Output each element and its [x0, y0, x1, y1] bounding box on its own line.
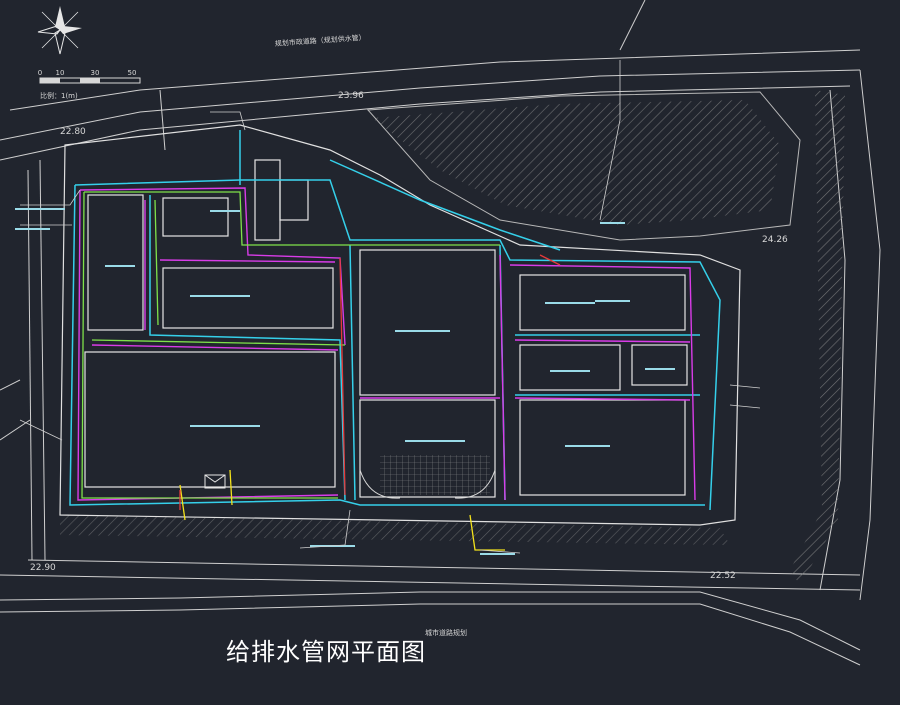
site-boundary — [59, 124, 741, 526]
building-i — [631, 344, 688, 386]
elevation-label: 22.52 — [710, 571, 736, 581]
drawing-title: 给排水管网平面图 — [226, 638, 426, 666]
road-label-top: 规划市政道路（规划供水管） — [275, 33, 366, 48]
building-g — [519, 274, 686, 331]
rain-pipes — [179, 469, 505, 551]
fire-pipes — [81, 191, 500, 499]
pump-house — [254, 159, 281, 241]
elevation-label: 22.90 — [30, 563, 56, 573]
building-j — [519, 399, 686, 496]
scale-tick: 0 — [38, 69, 42, 77]
buildings — [84, 159, 688, 498]
north-arrow-icon — [37, 6, 82, 55]
wall-marker — [204, 474, 226, 489]
building-b — [162, 197, 229, 237]
scale-tick: 50 — [128, 69, 137, 77]
building-f — [359, 399, 496, 498]
green-belt — [60, 90, 845, 585]
building-c — [162, 267, 334, 329]
drainage-pipes — [77, 187, 696, 501]
scale-label: 比例：1(m) — [40, 91, 78, 100]
elevation-label: 24.26 — [762, 235, 788, 245]
elevation-label: 23.96 — [338, 91, 364, 101]
road-label-bottom: 城市道路规划 — [425, 628, 467, 637]
building-a — [87, 194, 144, 331]
tank-room — [279, 179, 309, 221]
building-d — [84, 351, 336, 488]
scale-tick: 30 — [91, 69, 100, 77]
sewer-pipes — [179, 254, 561, 510]
road-lines — [0, 0, 881, 666]
scale-bar: 0 10 30 50 比例：1(m) — [38, 69, 141, 100]
scale-tick: 10 — [56, 69, 65, 77]
building-h — [519, 344, 621, 391]
leader-lines — [19, 60, 761, 554]
building-e — [359, 249, 496, 396]
elevation-label: 22.80 — [60, 127, 86, 137]
